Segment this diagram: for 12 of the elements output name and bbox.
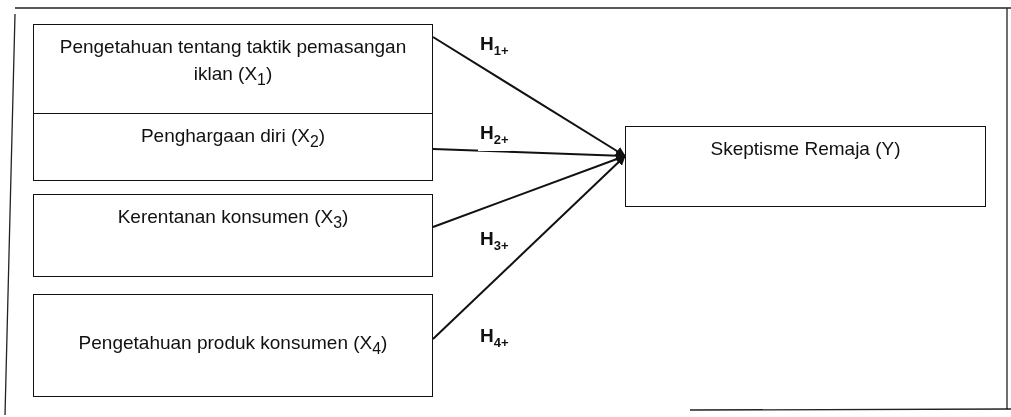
variable-box xyxy=(33,24,433,114)
node-label: Skeptisme Remaja (Y) xyxy=(710,137,901,161)
arrow xyxy=(432,36,626,157)
variable-box xyxy=(33,113,433,181)
node-label: Pengetahuan tentang taktik pemasangan iklan (X$_{1}$) xyxy=(58,35,408,90)
arrow xyxy=(432,155,626,340)
variable-box xyxy=(625,126,986,207)
variable-box xyxy=(33,194,433,277)
node-label: Penghargaan diri (X$_{2}$) xyxy=(140,124,326,152)
node-label: Pengetahuan produk konsumen (X$_{4}$) xyxy=(78,331,388,359)
variable-box xyxy=(33,294,433,397)
node-label: Kerentanan konsumen (X$_{3}$) xyxy=(117,205,349,233)
